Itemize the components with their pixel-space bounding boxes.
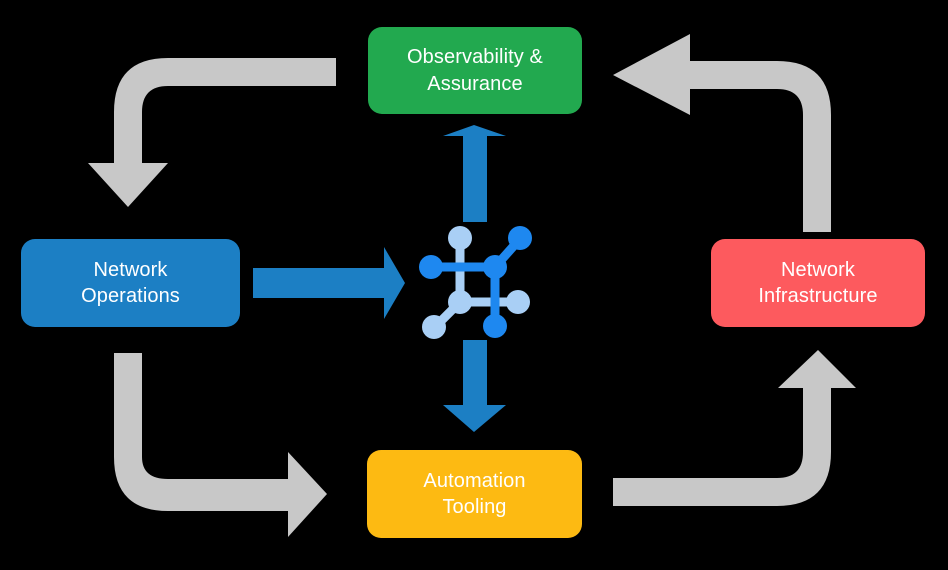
node-observability-label: Observability & Assurance <box>407 46 543 95</box>
node-infrastructure-label: Network Infrastructure <box>758 258 878 307</box>
network-icon-light-nodes <box>422 226 530 339</box>
arrow-center-to-automation <box>443 340 506 432</box>
node-automation-tooling[interactable]: Automation Tooling <box>367 450 582 538</box>
arrow-observability-to-operations <box>88 58 336 207</box>
arrow-center-to-observability <box>443 125 506 222</box>
node-observability-assurance[interactable]: Observability & Assurance <box>368 27 582 114</box>
arrow-infrastructure-to-observability <box>613 34 831 232</box>
arrow-automation-to-infrastructure <box>613 350 856 506</box>
node-network-infrastructure[interactable]: Network Infrastructure <box>711 239 925 327</box>
node-network-operations[interactable]: Network Operations <box>21 239 240 327</box>
node-operations-label: Network Operations <box>81 258 180 307</box>
arrow-operations-to-automation <box>114 353 327 537</box>
arrow-operations-to-center <box>253 247 405 319</box>
node-automation-label: Automation Tooling <box>423 469 526 518</box>
network-icon-dark-nodes <box>419 226 532 338</box>
